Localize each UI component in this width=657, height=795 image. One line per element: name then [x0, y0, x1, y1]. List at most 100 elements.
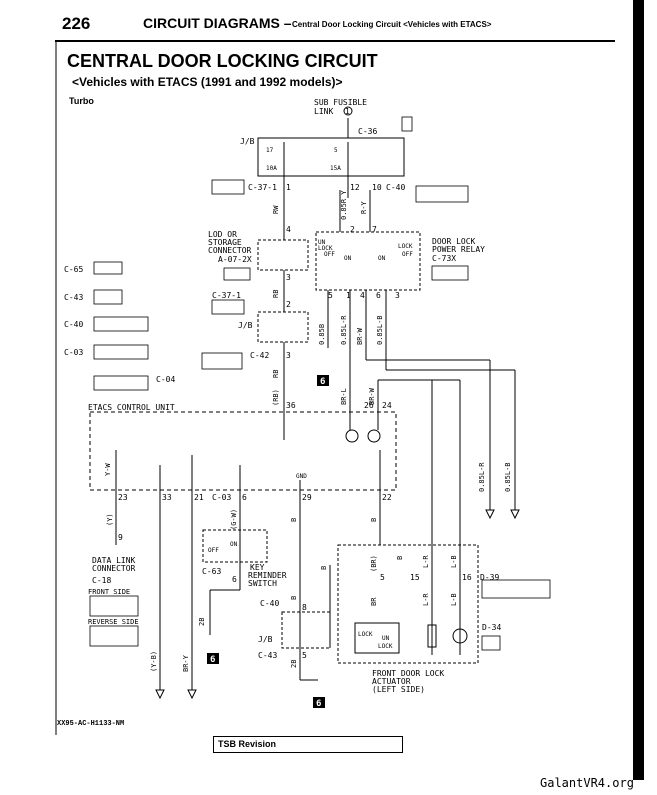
ground-marker-2: [207, 653, 219, 664]
pin-9-label: 9: [118, 533, 123, 542]
wire-br-label: (BR): [370, 555, 378, 572]
pin-33-label: 33: [162, 493, 172, 502]
jb-label-2: J/B: [238, 321, 253, 330]
ground-marker-1: [317, 375, 329, 386]
pin-15-label: 15: [410, 573, 420, 582]
header-rule: [55, 40, 615, 42]
actuator-unlock-label-1: UN: [382, 635, 390, 642]
page-edge-bar: [633, 0, 644, 780]
connector-reverse-side-icon: [89, 625, 139, 647]
wire-085lr-label: 0.85L-R: [340, 315, 348, 345]
actuator-unlock-label-2: LOCK: [378, 643, 393, 650]
pin-26-label: 26: [364, 401, 374, 410]
actuator-region-box: [337, 544, 479, 664]
lod-label-3: CONNECTOR: [208, 246, 252, 255]
wire-085lb2-label: 0.85L-B: [504, 462, 512, 492]
ground-label-2: 6: [210, 655, 215, 665]
section-subtitle: Central Door Locking Circuit <Vehicles w…: [292, 20, 492, 29]
connector-d39-label: D-39: [480, 573, 499, 582]
relay-unlock-off: OFF: [324, 251, 335, 258]
connector-c40-icon: [415, 185, 469, 203]
wire-brw2-label: BR-W: [368, 387, 376, 405]
pin-6c-label: 6: [232, 575, 237, 584]
wire-2b2-label: 2B: [290, 660, 298, 668]
dlc-label-2: CONNECTOR: [92, 564, 136, 573]
diagram-subtitle: <Vehicles with ETACS (1991 and 1992 mode…: [72, 75, 343, 89]
connector-c18-label: C-18: [92, 576, 111, 585]
wire-br2-label: BR: [370, 597, 378, 606]
relay-on-2: ON: [378, 255, 386, 262]
relay-on-1: ON: [344, 255, 352, 262]
pin-16-label: 16: [462, 573, 472, 582]
actuator-label-3: (LEFT SIDE): [372, 685, 425, 694]
connector-c03b-label: C-03: [212, 493, 231, 502]
page-number: 226: [62, 14, 91, 33]
wire-085lb-label: 0.85L-B: [376, 315, 384, 345]
pin-7-label: 7: [372, 225, 377, 234]
pin-4-label: 4: [286, 225, 291, 234]
reverse-side-label: REVERSE SIDE: [88, 618, 139, 626]
jb-connector-box-lower: [281, 611, 331, 649]
ground-marker-3: [313, 697, 325, 708]
connector-c42-label: C-42: [250, 351, 269, 360]
fuse-5-label: 5: [334, 147, 338, 154]
wire-b4-label: B: [320, 566, 328, 570]
connector-c04-icon: [93, 375, 149, 391]
fusible-link-symbol: [343, 106, 353, 116]
wire-brl-label: BR-L: [340, 388, 348, 405]
pin-2b-label: 2: [286, 300, 291, 309]
arrow-085lr: [485, 509, 495, 520]
wire-y-label: (Y): [106, 513, 114, 526]
wire-ry-label: R-Y: [360, 201, 368, 214]
lod-label-2: STORAGE: [208, 238, 242, 247]
wire-lb-label: L-B: [450, 555, 458, 568]
actuator-lock-label: LOCK: [358, 631, 373, 638]
connector-d34-icon: [481, 635, 501, 651]
gnd-label: GND: [296, 473, 307, 480]
pin-29-label: 29: [302, 493, 312, 502]
wire-rb3-label: (RB): [272, 389, 280, 406]
key-reminder-switch-box: [202, 529, 268, 563]
lod-label-1: LOD OR: [208, 230, 237, 239]
wire-lr-label: L-R: [422, 555, 430, 568]
amp-15-label: 15A: [330, 165, 341, 172]
lod-connector-box: [257, 239, 309, 271]
connector-c40-label: C-40: [386, 183, 405, 192]
pin-5c-label: 5: [302, 651, 307, 660]
junction-block-box: [257, 137, 405, 177]
pin-10-label: 10: [372, 183, 382, 192]
jb-connector-box: [257, 311, 309, 343]
connector-d34-label: D-34: [482, 623, 501, 632]
pin-1-label: 1: [286, 183, 291, 192]
wire-rb2-label: RB: [272, 370, 280, 378]
pin-3c-label: 3: [395, 291, 400, 300]
connector-c42-icon: [201, 352, 243, 370]
pin-22-label: 22: [382, 493, 392, 502]
actuator-motor: [452, 628, 468, 644]
pin-12-label: 12: [350, 183, 360, 192]
connector-c73x-label: C-73X: [432, 254, 456, 263]
wire-b3-label: B: [290, 596, 298, 600]
wire-b-actuator-label: B: [396, 556, 404, 560]
connector-c65-icon: [93, 261, 123, 275]
connector-c36-label: C-36: [358, 127, 377, 136]
arrow-bry: [187, 689, 197, 700]
tsb-revision-box: TSB Revision: [213, 736, 403, 753]
wire-rw-label: RW: [272, 205, 280, 214]
pin-6b-label: 6: [242, 493, 247, 502]
pin-21-label: 21: [194, 493, 204, 502]
pin-2-label: 2: [350, 225, 355, 234]
wire-rb-label: RB: [272, 290, 280, 298]
etacs-label: ETACS CONTROL UNIT: [88, 403, 175, 412]
connector-c37b-icon: [211, 299, 245, 315]
wire-b1-label: B: [290, 518, 298, 522]
jb-label-3: J/B: [258, 635, 273, 644]
key-label-3: SWITCH: [248, 579, 277, 588]
wire-yw-label: Y-W: [104, 463, 112, 476]
pin-5-label: 5: [328, 291, 333, 300]
pin-23-label: 23: [118, 493, 128, 502]
relay-lock-off: OFF: [402, 251, 413, 258]
fuse-17-label: 17: [266, 147, 274, 154]
key-label-2: REMINDER: [248, 571, 287, 580]
relay-unlock-1: UN: [318, 239, 326, 246]
